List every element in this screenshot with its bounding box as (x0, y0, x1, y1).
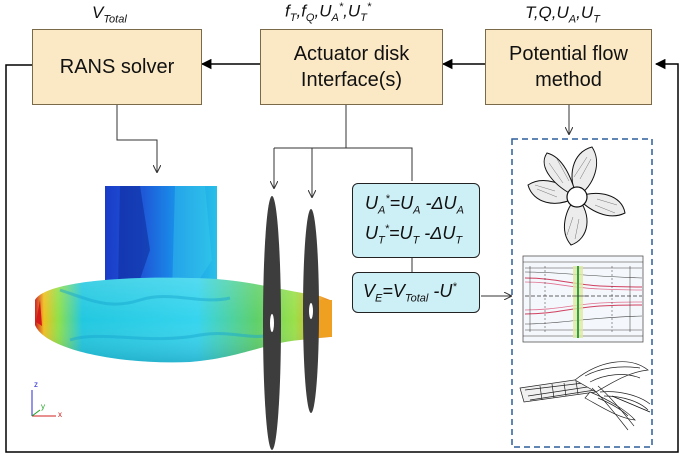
feedback-loop-line (5, 58, 679, 453)
rans-solver-box: RANS solver (32, 29, 202, 105)
actuator-input-label: fT,fQ,UA*,UT* (285, 1, 372, 25)
wake-illustration (519, 361, 651, 431)
arrow-rans-to-hull (116, 105, 157, 172)
potential-label-line2: method (535, 69, 602, 91)
actuator-label-line1: Actuator disk (293, 43, 410, 65)
ut-equation: UT*=UT -ΔUT (365, 222, 463, 247)
propeller-illustration (527, 146, 626, 246)
potential-flow-box: Potential flow method (485, 29, 652, 105)
effective-velocity-equation: VE=VTotal -U* (352, 272, 480, 313)
arrow-actuator-branches (273, 105, 413, 196)
potential-input-label: T,Q,UA,UT (525, 3, 600, 26)
actuator-label-line2: Interface(s) (300, 69, 403, 91)
axis-y-label: y (41, 402, 45, 411)
rans-input-label: VTotal (92, 3, 127, 26)
axis-z-label: z (34, 380, 38, 389)
actuator-disk-box: Actuator disk Interface(s) (260, 29, 443, 105)
ve-equation: VE=VTotal -U* (363, 281, 457, 305)
axes-triad (31, 390, 56, 417)
velocity-correction-equations: UA*=UA -ΔUA UT*=UT -ΔUT (352, 183, 480, 258)
axis-x-label: x (58, 410, 62, 419)
hull-cfd-model (35, 186, 332, 363)
streamline-illustration (522, 255, 644, 343)
potential-flow-panel (511, 138, 653, 448)
rans-solver-label: RANS solver (59, 56, 175, 78)
potential-label-line1: Potential flow (509, 43, 628, 65)
ua-equation: UA*=UA -ΔUA (365, 193, 464, 217)
